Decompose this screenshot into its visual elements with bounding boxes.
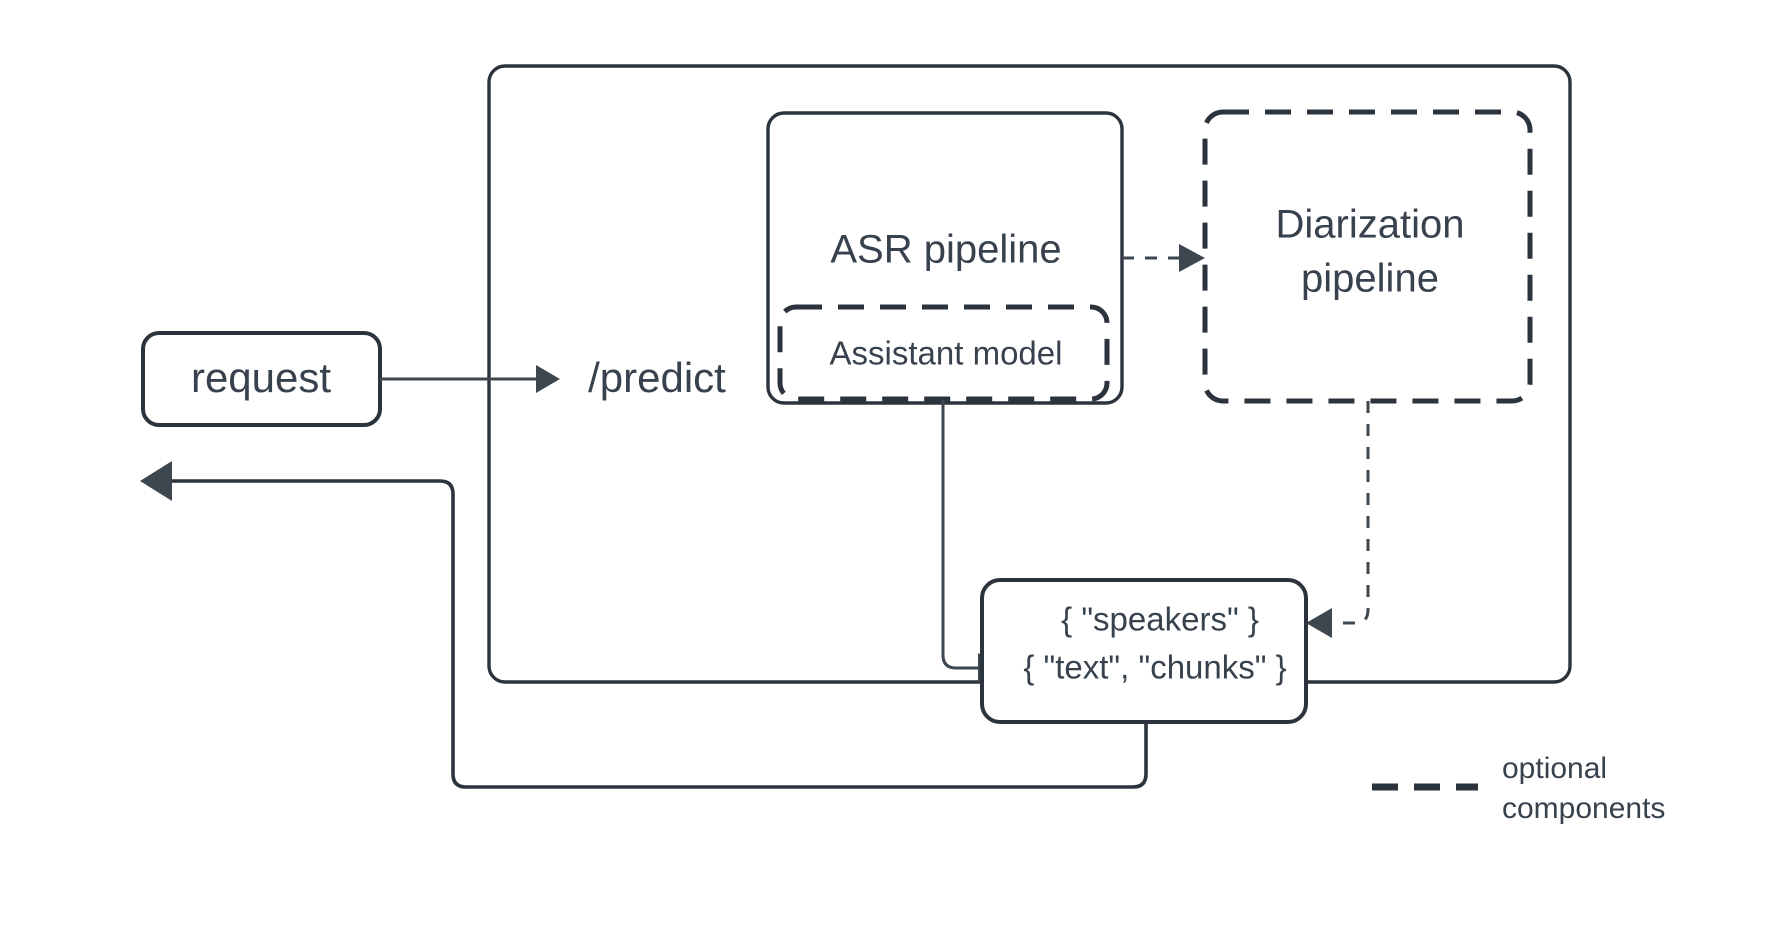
arrowhead-diarization-to-output [1306,608,1332,638]
arrowhead-asr-to-diarization [1179,244,1205,272]
asr-pipeline-label: ASR pipeline [830,228,1061,272]
legend-label-line1: optional [1502,752,1607,785]
output-speakers-label: { "speakers" } [1061,601,1259,638]
diarization-pipeline-label-line1: Diarization [1276,203,1465,247]
diarization-pipeline-label-line2: pipeline [1301,257,1439,301]
legend-label-line2: components [1502,792,1665,825]
diarization-pipeline-box[interactable] [1202,109,1533,404]
edge-diarization-to-output [1332,401,1370,625]
arrowhead-output-to-response [140,461,172,501]
assistant-model-box[interactable] [777,304,1110,402]
assistant-model-label: Assistant model [830,335,1063,372]
output-payload-box[interactable] [980,578,1308,724]
edge-output-to-response [172,479,1148,789]
edge-assistant-to-output [941,400,978,670]
predict-label: /predict [588,354,726,401]
request-label: request [191,354,331,401]
output-text-chunks-label: { "text", "chunks" } [1023,649,1286,686]
arrowhead-request-to-predict [536,365,560,393]
